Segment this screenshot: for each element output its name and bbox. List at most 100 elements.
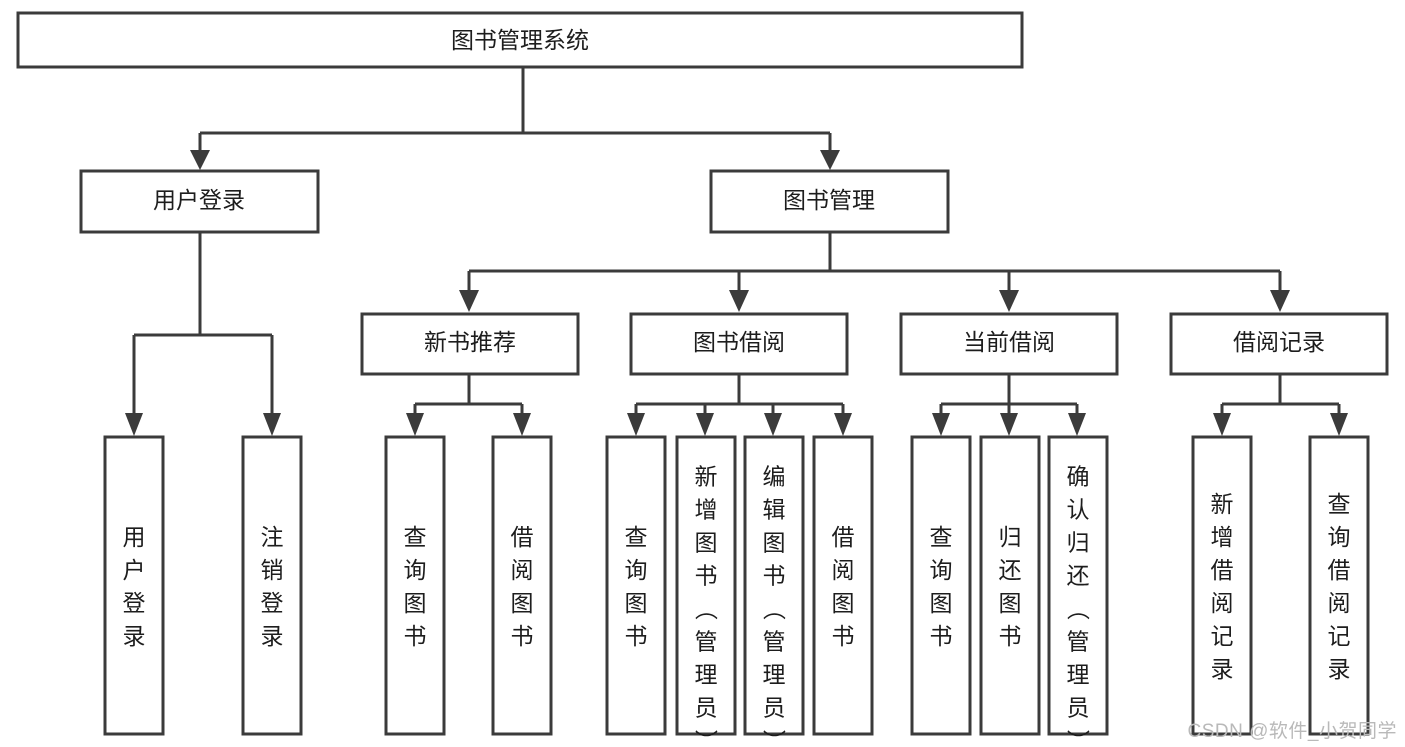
node-leaf-borrow-book-2-box[interactable] [812, 435, 874, 736]
svg-text:查: 查 [404, 524, 427, 550]
svg-text:新: 新 [695, 464, 718, 490]
svg-text:编: 编 [763, 464, 786, 490]
svg-text:理: 理 [763, 662, 786, 688]
svg-text:员: 员 [1067, 695, 1090, 721]
connector-group-new-book-recommend [406, 374, 531, 436]
svg-text:记: 记 [1211, 623, 1234, 649]
svg-text:书: 书 [832, 623, 855, 649]
node-leaf-borrow-book-1-box[interactable] [491, 435, 553, 736]
arrow-head-borrow-record [1270, 290, 1290, 312]
node-current-borrow[interactable]: 当前借阅 [899, 312, 1119, 376]
node-new-book-recommend[interactable]: 新书推荐 [360, 312, 580, 376]
svg-text:查: 查 [625, 524, 648, 550]
node-leaf-edit-book-box[interactable] [743, 435, 805, 736]
node-leaf-borrow-book-2[interactable] [812, 435, 874, 736]
svg-text:阅: 阅 [1211, 590, 1234, 616]
node-root[interactable]: 图书管理系统 [16, 11, 1024, 69]
node-leaf-return-book-box[interactable] [979, 435, 1041, 736]
node-leaf-query-record[interactable] [1308, 435, 1370, 736]
node-book-borrow-label: 图书借阅 [693, 329, 785, 355]
svg-text:阅: 阅 [832, 557, 855, 583]
connector-group-current-borrow [932, 374, 1086, 436]
svg-text:借: 借 [1211, 557, 1234, 583]
svg-text:查: 查 [1328, 491, 1351, 517]
node-leaf-add-record[interactable] [1191, 435, 1253, 736]
connector-group-root [190, 67, 840, 170]
node-leaf-add-book[interactable] [675, 435, 737, 736]
arrow-head-leaf-confirm-return [1068, 413, 1086, 436]
svg-text:阅: 阅 [511, 557, 534, 583]
node-leaf-edit-book[interactable] [743, 435, 805, 736]
svg-text:阅: 阅 [1328, 590, 1351, 616]
svg-text:理: 理 [695, 662, 718, 688]
node-borrow-record-label: 借阅记录 [1233, 329, 1325, 355]
node-book-borrow-box[interactable] [629, 312, 849, 376]
node-leaf-borrow-book-1[interactable] [491, 435, 553, 736]
node-leaf-query-book-1[interactable] [384, 435, 446, 736]
node-root-box[interactable] [16, 11, 1024, 69]
svg-text:）: ） [761, 729, 787, 747]
svg-text:）: ） [693, 729, 719, 747]
node-book-manage-box[interactable] [709, 169, 950, 234]
node-leaf-confirm-return[interactable] [1047, 435, 1109, 736]
arrow-head-book-borrow [729, 290, 749, 312]
svg-text:辑: 辑 [763, 497, 786, 523]
leaf-labels-layer: 用户登录注销登录查询图书借阅图书查询图书新增图书（管理员）编辑图书（管理员）借阅… [123, 464, 1351, 747]
node-user-login-box[interactable] [79, 169, 320, 234]
node-leaf-query-book-2[interactable] [605, 435, 667, 736]
svg-text:录: 录 [261, 623, 284, 649]
node-current-borrow-box[interactable] [899, 312, 1119, 376]
svg-text:管: 管 [763, 629, 786, 655]
svg-text:登: 登 [261, 590, 284, 616]
node-leaf-logout-login[interactable] [241, 435, 303, 736]
node-leaf-user-login[interactable] [103, 435, 165, 736]
node-book-borrow[interactable]: 图书借阅 [629, 312, 849, 376]
svg-text:户: 户 [123, 557, 146, 583]
node-borrow-record[interactable]: 借阅记录 [1169, 312, 1389, 376]
node-leaf-query-book-2-box[interactable] [605, 435, 667, 736]
svg-text:认: 认 [1067, 497, 1090, 523]
svg-text:图: 图 [832, 590, 855, 616]
node-leaf-return-book[interactable] [979, 435, 1041, 736]
svg-text:还: 还 [1067, 563, 1090, 589]
node-leaf-query-record-box[interactable] [1308, 435, 1370, 736]
svg-text:询: 询 [404, 557, 427, 583]
node-leaf-add-record-box[interactable] [1191, 435, 1253, 736]
svg-text:注: 注 [261, 524, 284, 550]
node-book-manage-label: 图书管理 [783, 187, 875, 213]
svg-text:询: 询 [930, 557, 953, 583]
node-leaf-query-book-3-box[interactable] [910, 435, 972, 736]
svg-text:录: 录 [123, 623, 146, 649]
svg-text:图: 图 [999, 590, 1022, 616]
svg-text:还: 还 [999, 557, 1022, 583]
node-borrow-record-box[interactable] [1169, 312, 1389, 376]
svg-text:（: （ [693, 597, 719, 620]
svg-text:书: 书 [511, 623, 534, 649]
connector-group-user-login [125, 232, 281, 436]
node-new-book-recommend-box[interactable] [360, 312, 580, 376]
svg-text:录: 录 [1328, 656, 1351, 682]
arrow-head-current-borrow [999, 290, 1019, 312]
arrow-head-book-manage [820, 150, 840, 170]
arrow-head-leaf-add-book [696, 413, 714, 436]
node-user-login[interactable]: 用户登录 [79, 169, 320, 234]
node-leaf-confirm-return-box[interactable] [1047, 435, 1109, 736]
arrow-head-leaf-query-book-3 [932, 413, 950, 436]
node-leaf-query-book-3[interactable] [910, 435, 972, 736]
node-leaf-add-book-box[interactable] [675, 435, 737, 736]
node-leaf-query-book-1-box[interactable] [384, 435, 446, 736]
node-user-login-label: 用户登录 [153, 187, 245, 213]
node-leaf-user-login-box[interactable] [103, 435, 165, 736]
node-leaf-logout-login-box[interactable] [241, 435, 303, 736]
arrow-head-leaf-logout-login [263, 413, 281, 436]
svg-text:书: 书 [695, 563, 718, 589]
node-leaf-user-login-label: 用户登录 [123, 524, 146, 649]
node-book-manage[interactable]: 图书管理 [709, 169, 950, 234]
arrow-head-user-login [190, 150, 210, 170]
